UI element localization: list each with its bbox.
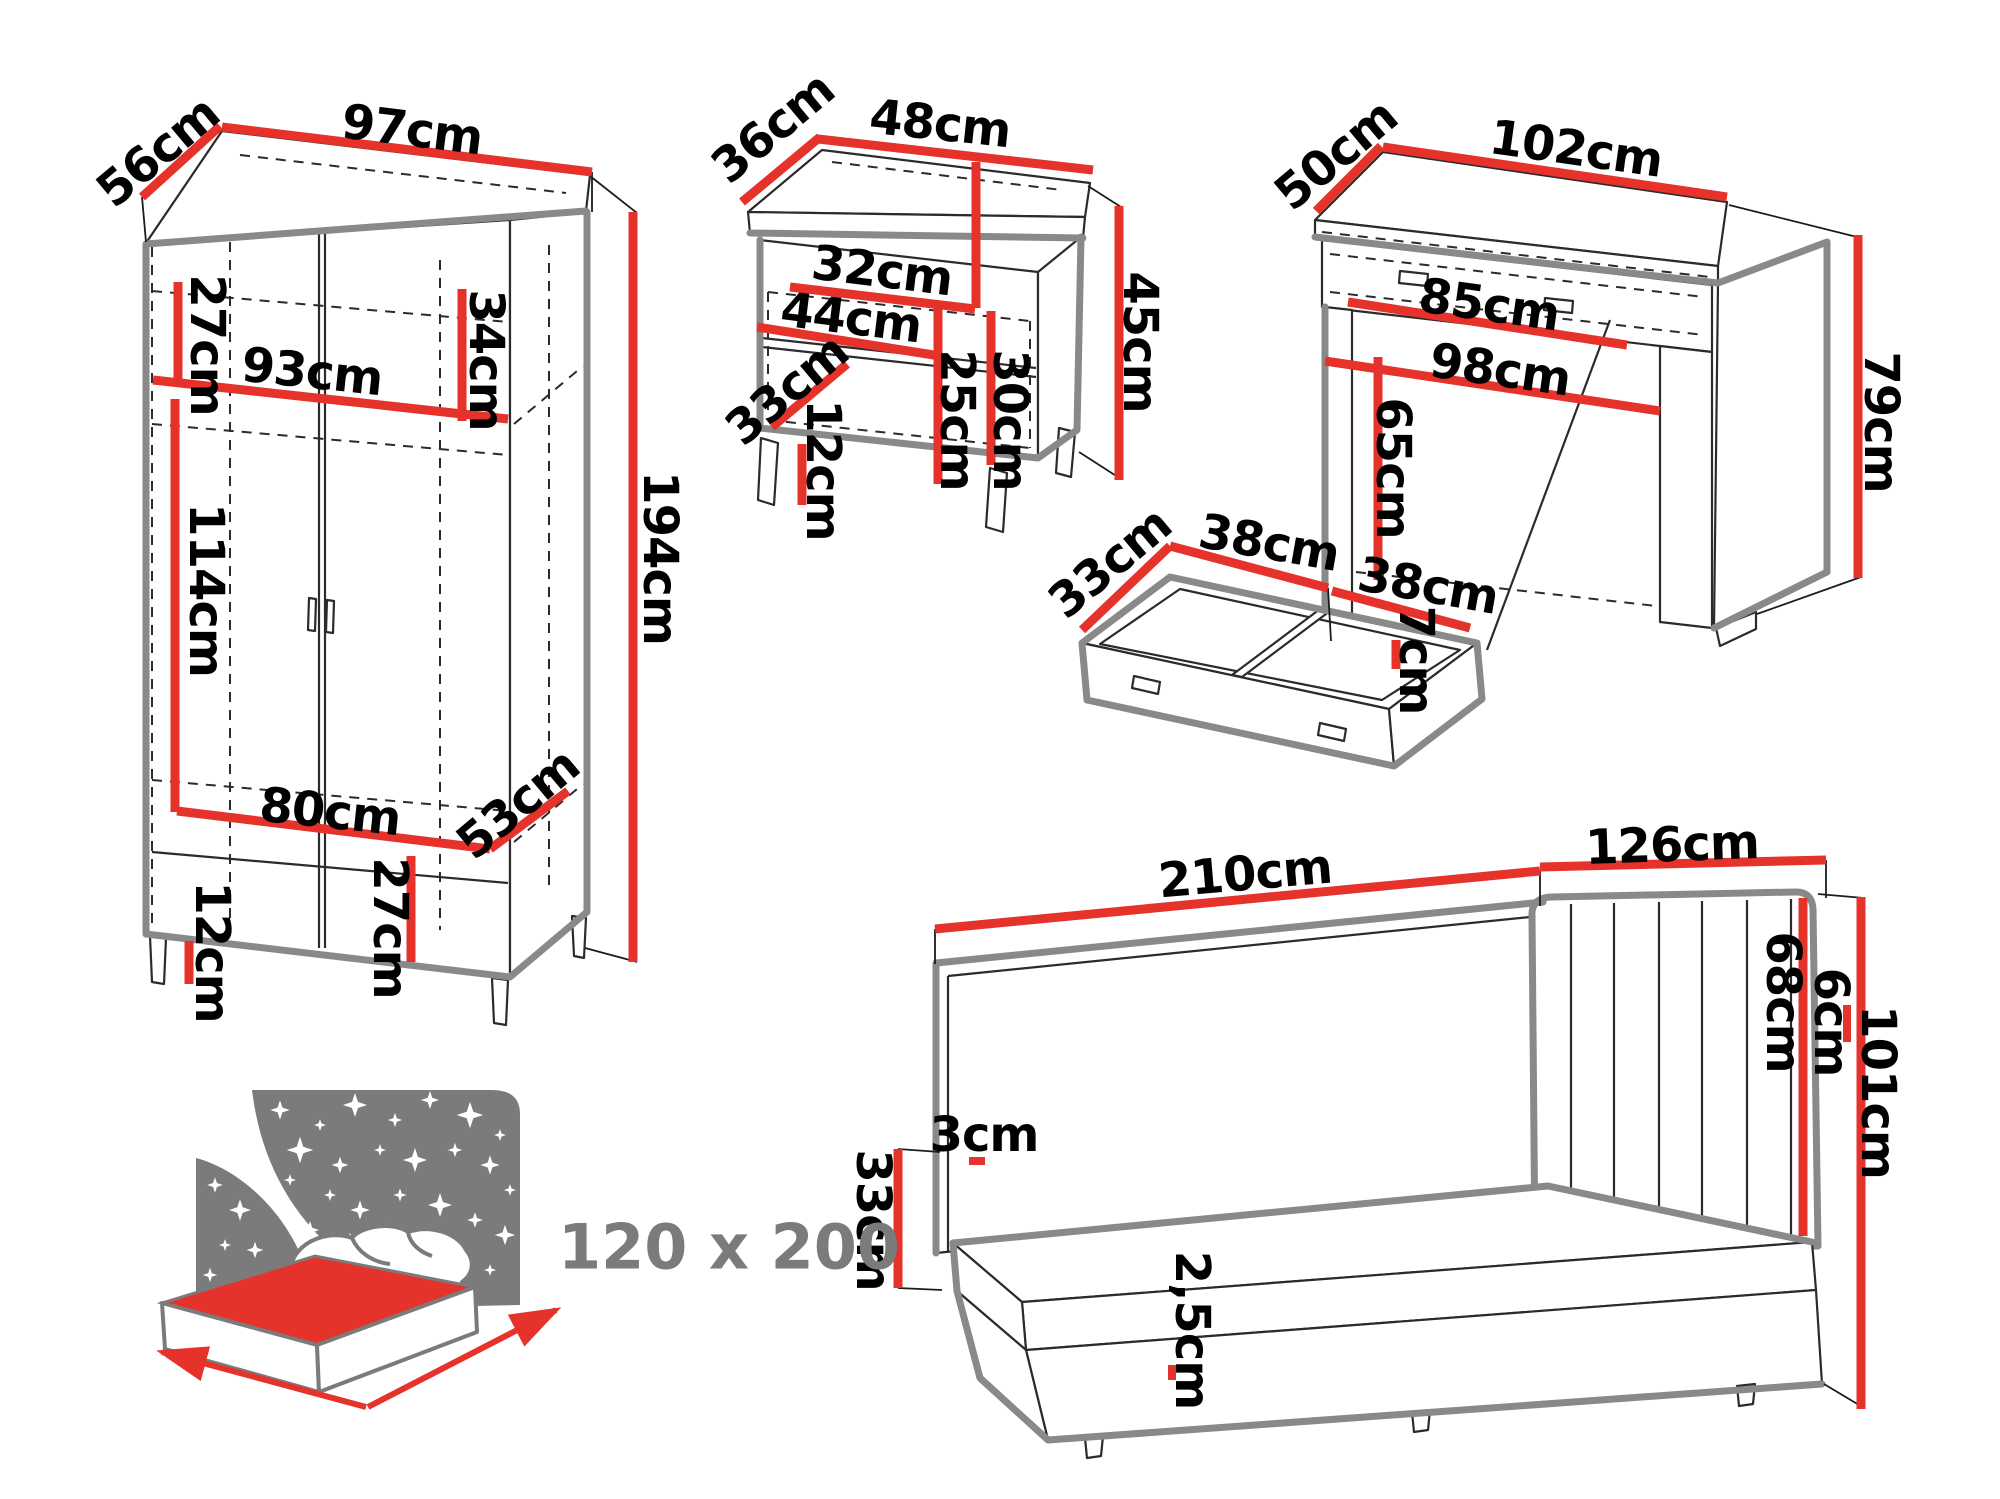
desk-dim-opening-height: 65cm	[1365, 397, 1421, 538]
mattress-size-label: 120 x 200	[558, 1211, 900, 1284]
nightstand-dim-shelf-height: 25cm	[929, 349, 985, 490]
drawer-handle	[1130, 674, 1162, 696]
desk-dim-total-height: 79cm	[1853, 351, 1909, 492]
desk-drawer-handle	[1542, 296, 1575, 315]
wardrobe-dim-leg-height: 12cm	[184, 881, 240, 1022]
drawer-dim-height: 7cm	[1388, 606, 1444, 715]
nightstand-leg	[756, 436, 780, 507]
bed-labels: 210cm 126cm 68cm 6cm 101cm 3cm 33cm 2,5c…	[845, 814, 1906, 1409]
bed-dim-headboard-width: 126cm	[1584, 814, 1760, 876]
bed-dim-base-height: 33cm	[845, 1149, 901, 1290]
bed-dim-headboard-height: 68cm	[1755, 931, 1811, 1072]
icon-dimension-arrows	[156, 1307, 562, 1410]
wardrobe-door-handle-left	[306, 596, 318, 633]
drawer-dim-left-section: 38cm	[1195, 503, 1344, 583]
desk-drawer-handle	[1397, 269, 1430, 288]
drawer-drawing	[1078, 573, 1486, 770]
wardrobe-leg	[148, 934, 168, 986]
bed-headboard-channels	[1569, 899, 1793, 1238]
bed-dim-length: 210cm	[1156, 839, 1334, 910]
under-desk-drawer: 33cm 38cm 38cm 7cm	[1038, 496, 1502, 770]
drawer-handle	[1316, 721, 1348, 743]
bed-dim-mattress-edge: 3cm	[930, 1107, 1039, 1163]
wardrobe-dim-top-right-height: 34cm	[458, 289, 514, 430]
desk-right-panel-front	[1658, 344, 1714, 630]
bed-dim-total-height: 101cm	[1850, 1005, 1906, 1179]
wardrobe-dimension-lines	[138, 122, 638, 984]
icon-blanket-fold	[350, 1231, 433, 1266]
nightstand-dim-opening-height: 30cm	[982, 349, 1038, 490]
nightstand-dimension-lines	[739, 133, 1124, 505]
mattress-size-icon: 120 x 200	[156, 1090, 900, 1410]
desk-drawing	[1311, 150, 1831, 663]
desk-drawer-pointer-line	[1485, 319, 1612, 651]
nightstand: 36cm 48cm 32cm 44cm 33cm 12cm 25cm 30cm …	[701, 61, 1168, 540]
starry-headboard-left-piece	[196, 1158, 312, 1296]
bed: 210cm 126cm 68cm 6cm 101cm 3cm 33cm 2,5c…	[845, 814, 1906, 1460]
nightstand-dim-leg-height: 12cm	[795, 399, 851, 540]
bed-dim-foot-height: 2,5cm	[1164, 1251, 1220, 1410]
wardrobe-dim-total-height: 194cm	[632, 471, 688, 645]
nightstand-leg	[984, 466, 1009, 534]
icon-mattress-side	[315, 1285, 479, 1394]
wardrobe-dim-bottom-drawer-height: 27cm	[362, 857, 418, 998]
wardrobe-dim-top-section-height: 27cm	[179, 274, 235, 415]
wardrobe: 56cm 97cm 27cm 34cm 93cm 114cm 194cm 80c…	[86, 85, 688, 1027]
bed-dim-headboard-thickness: 6cm	[1803, 968, 1859, 1077]
desk: 50cm 102cm 85cm 98cm 65cm 79cm	[1264, 88, 1909, 663]
nightstand-dim-total-height: 45cm	[1112, 271, 1168, 412]
wardrobe-dim-door-height: 114cm	[178, 503, 234, 677]
wardrobe-leg	[490, 976, 510, 1027]
desk-right-panel-side	[1712, 240, 1829, 630]
bed-drawing	[932, 888, 1826, 1460]
drawer-dimension-lines	[1078, 541, 1472, 669]
wardrobe-door-handle-right	[324, 598, 336, 635]
desk-dimension-lines	[1312, 142, 1863, 615]
desk-dim-inner-width: 98cm	[1426, 332, 1574, 407]
bed-dimension-lines	[893, 855, 1866, 1409]
